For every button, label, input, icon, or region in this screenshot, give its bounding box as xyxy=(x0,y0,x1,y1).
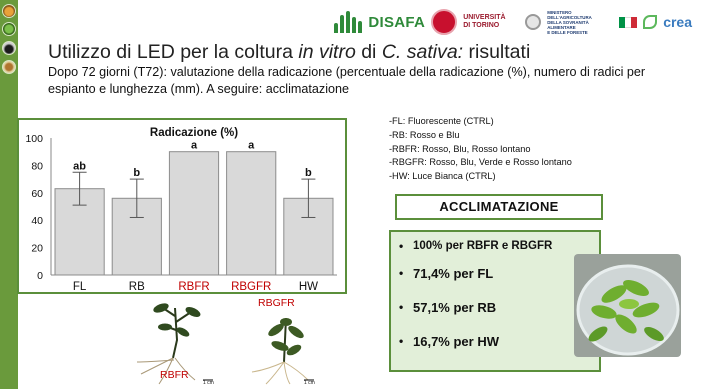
title-italic-species: C. sativa: xyxy=(381,41,464,63)
header-logos: DISAFA UNIVERSITÀ DI TORINO MINISTERO DE… xyxy=(334,8,692,36)
list-item: • 57,1% per RB xyxy=(399,290,599,324)
legend-item-rbfr: -RBFR: Rosso, Blu, Rosso lontano xyxy=(389,143,531,154)
bullet-icon: • xyxy=(399,239,404,253)
petri-dish-icon xyxy=(2,41,16,55)
legend-item-hw: -HW: Luce Bianca (CTRL) xyxy=(389,171,496,182)
accl-result-rbfr-rbgfr: 100% per RBFR e RBGFR xyxy=(413,240,553,252)
rbfr-photo-label: RBFR xyxy=(160,369,189,381)
x-tick-label: FL xyxy=(73,281,87,292)
slide-title: Utilizzo di LED per la coltura in vitro … xyxy=(48,41,530,64)
list-item: • 100% per RBFR e RBGFR xyxy=(399,236,599,256)
disafa-logo-icon xyxy=(334,11,363,33)
acclimatized-plants-photo xyxy=(574,254,681,357)
y-tick-label: 60 xyxy=(31,188,43,200)
crea-logo-text: crea xyxy=(663,14,692,30)
y-tick-label: 40 xyxy=(31,215,43,227)
seed-icon xyxy=(2,4,16,18)
acclimatazione-header: ACCLIMATAZIONE xyxy=(395,194,603,220)
unito-logo-text: UNIVERSITÀ DI TORINO xyxy=(463,14,519,30)
ministry-line-1: MINISTERO DELL'AGRICOLTURA xyxy=(547,9,592,20)
significance-label: b xyxy=(305,167,312,179)
crea-leaf-icon xyxy=(643,15,658,29)
side-icon-strip xyxy=(0,0,18,389)
grain-icon xyxy=(2,60,16,74)
bullet-icon: • xyxy=(399,266,404,280)
x-tick-label: RB xyxy=(129,281,145,292)
significance-label: b xyxy=(133,167,140,179)
ministry-line-2: DELLA SOVRANITÀ ALIMENTARE xyxy=(547,19,589,30)
y-tick-label: 80 xyxy=(31,160,43,172)
accl-result-rb: 57,1% per RB xyxy=(413,299,497,315)
rbgfr-plant-photo xyxy=(251,317,314,385)
significance-label: ab xyxy=(73,160,86,172)
x-tick-label: RBGFR xyxy=(231,281,271,292)
slide-subtitle: Dopo 72 giorni (T72): valutazione della … xyxy=(48,65,646,96)
rbgfr-photo-label: RBGFR xyxy=(258,297,295,309)
significance-label: a xyxy=(248,140,255,152)
y-tick-label: 20 xyxy=(31,243,43,255)
accl-result-hw: 16,7% per HW xyxy=(413,333,499,349)
title-italic-in-vitro: in vitro xyxy=(298,41,356,63)
legend-item-rb: -RB: Rosso e Blu xyxy=(389,129,460,140)
title-suffix: risultati xyxy=(463,41,531,63)
y-tick-label: 100 xyxy=(25,133,43,145)
unito-line-1: UNIVERSITÀ xyxy=(463,14,506,21)
bullet-icon: • xyxy=(399,334,404,348)
legend-item-fl: -FL: Fluorescente (CTRL) xyxy=(389,116,494,126)
leaf-icon xyxy=(2,22,16,36)
acclimatazione-results-box: • 100% per RBFR e RBGFR • 71,4% per FL • 57… xyxy=(389,230,601,372)
bar-rb xyxy=(111,197,162,276)
list-item: • 16,7% per HW xyxy=(399,324,599,358)
italian-flag-icon xyxy=(619,16,638,28)
legend-item-rbgfr: -RBGFR: Rosso, Blu, Verde e Rosso lontan… xyxy=(389,157,572,168)
rooting-bar-chart: Radicazione (%)020406080100abFLbRBaRBFRa… xyxy=(25,127,337,292)
list-item: • 71,4% per FL xyxy=(399,256,599,290)
disafa-logo-text: DISAFA xyxy=(368,13,426,31)
title-middle: di xyxy=(355,41,382,63)
bar-rbfr xyxy=(168,151,220,276)
unito-line-2: DI TORINO xyxy=(463,22,500,29)
y-tick-label: 0 xyxy=(37,270,43,282)
ministry-line-3: E DELLE FORESTE xyxy=(547,29,588,35)
ministry-seal-icon xyxy=(525,14,542,30)
chart-title: Radicazione (%) xyxy=(150,127,238,139)
title-prefix: Utilizzo di LED per la coltura xyxy=(48,41,299,63)
ministry-logo-text: MINISTERO DELL'AGRICOLTURA DELLA SOVRANI… xyxy=(547,10,613,35)
bar-rbgfr xyxy=(226,151,277,276)
x-tick-label: RBFR xyxy=(178,281,209,292)
bullet-icon: • xyxy=(399,300,404,314)
rbfr-plant-photo xyxy=(136,303,213,385)
x-tick-label: HW xyxy=(299,281,318,292)
scale-bar-label-right: 1 cm xyxy=(304,380,315,386)
unito-seal-icon xyxy=(431,9,458,35)
scale-bar-label-left: 1 cm xyxy=(203,380,214,386)
treatment-legend: -FL: Fluorescente (CTRL) -RB: Rosso e Bl… xyxy=(389,115,572,184)
significance-label: a xyxy=(191,140,198,152)
accl-result-fl: 71,4% per FL xyxy=(413,265,494,281)
